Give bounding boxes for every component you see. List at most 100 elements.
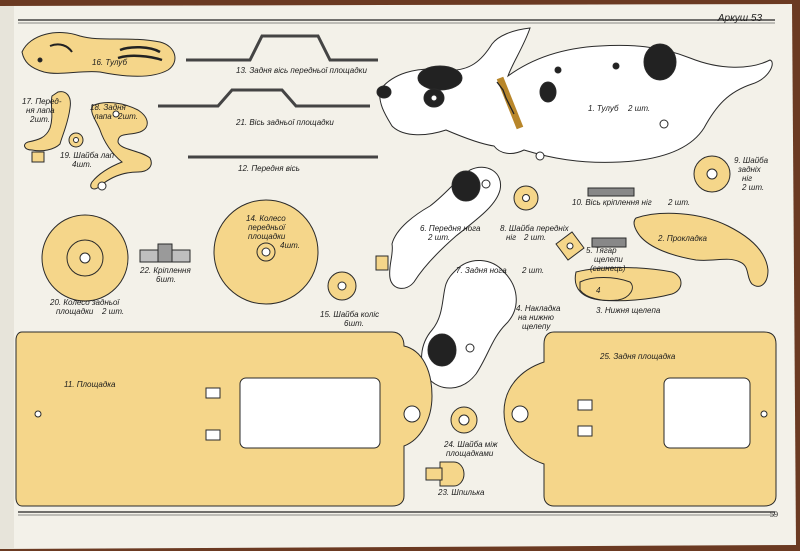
- label-23: 23. Шпилька: [438, 488, 485, 497]
- frog-stripe: [119, 46, 161, 54]
- label-17-qty: 2шт.: [30, 115, 50, 124]
- part-13-bent-axle: [186, 34, 378, 62]
- dog-collar-zigzag: [496, 81, 515, 115]
- part-23-pin: [439, 461, 465, 487]
- label-15: 15. Шайба коліс: [320, 310, 380, 319]
- label-11: 11. Площадка: [64, 380, 116, 389]
- wheel-ring: [66, 239, 104, 277]
- dog-spot: [612, 62, 620, 70]
- label-16: 16. Тулуб: [92, 58, 127, 67]
- label-9: 9. Шайба: [734, 156, 769, 165]
- label-13: 13. Задня вісь передньої площадки: [236, 66, 367, 75]
- rear-platform-window: [663, 377, 751, 449]
- hole: [97, 181, 107, 191]
- platform-hole: [511, 405, 529, 423]
- label-14-line3: площадки: [248, 232, 286, 241]
- hole: [535, 151, 545, 161]
- label-24: 24. Шайба між: [444, 440, 498, 449]
- frog-nostril: [37, 57, 43, 63]
- frog-stripe: [117, 54, 163, 62]
- label-24-line2: площадками: [446, 449, 494, 458]
- label-20: 20. Колесо задньої: [50, 298, 120, 307]
- wheel-hole: [261, 247, 271, 257]
- platform-window: [239, 377, 381, 449]
- label-22-qty: 6шт.: [156, 275, 176, 284]
- label-6-qty: 2 шт.: [428, 233, 451, 242]
- label-18: 18. Задня: [90, 103, 126, 112]
- label-5: 5. Тягар: [586, 246, 617, 255]
- label-8-line2: ніг: [506, 233, 517, 242]
- washer-hole: [73, 137, 79, 143]
- label-17-line2: ня лапа: [26, 106, 55, 115]
- hole: [566, 242, 574, 250]
- part-16-frog-body: [21, 32, 176, 77]
- label-14-qty: 4шт.: [280, 241, 300, 250]
- page-number: 59: [770, 510, 778, 519]
- dog-spot: [554, 66, 562, 74]
- label-9-qty: 2 шт.: [742, 183, 765, 192]
- dog-spot: [539, 81, 557, 103]
- label-17: 17. Перед-: [22, 97, 62, 106]
- dog-nose: [376, 85, 392, 99]
- label-8: 8. Шайба передніх: [500, 224, 569, 233]
- part-10-axle: [587, 187, 635, 197]
- label-6: 6. Передня нога: [420, 224, 481, 233]
- wheel-hole: [79, 252, 91, 264]
- leg-spot: [451, 170, 481, 202]
- label-19: 19. Шайба лап: [60, 151, 115, 160]
- sheet-title: Аркуш 53: [717, 13, 762, 24]
- label-2: 2. Прокладка: [658, 234, 707, 243]
- label-4-line2: на нижню: [518, 313, 554, 322]
- platform-slot: [577, 399, 593, 411]
- washer-hole: [337, 281, 347, 291]
- label-18-line2: лапа: [94, 112, 112, 121]
- platform-slot: [205, 429, 221, 441]
- label-19-qty: 4шт.: [72, 160, 92, 169]
- label-25: 25. Задня площадка: [600, 352, 676, 361]
- label-5-line2: щелепи: [594, 255, 623, 264]
- dog-collar: [496, 76, 524, 130]
- platform-hole: [760, 410, 768, 418]
- label-10: 10. Вісь кріплення ніг: [572, 198, 652, 207]
- label-7-qty: 2 шт.: [522, 266, 545, 275]
- dog-spot: [643, 43, 677, 81]
- label-4: 4. Накладка: [516, 304, 561, 313]
- platform-slot: [205, 387, 221, 399]
- washer-hole: [458, 414, 470, 426]
- label-9-line3: ніг: [742, 174, 753, 183]
- label-5-line3: (свинець): [590, 264, 626, 273]
- label-20-line2: площадки: [56, 307, 94, 316]
- label-20-qty: 2 шт.: [102, 307, 125, 316]
- label-14: 14. Колесо: [246, 214, 286, 223]
- label-14-line2: передньої: [248, 223, 285, 232]
- part-17-tab: [31, 151, 45, 163]
- washer-hole: [706, 168, 718, 180]
- page-binding: [0, 6, 14, 549]
- part-11-platform: [15, 331, 433, 507]
- label-22: 22. Кріплення: [140, 266, 191, 275]
- label-7: 7. Задня нога: [456, 266, 507, 275]
- part-18-hind-paw: [90, 102, 152, 190]
- label-21: 21. Вісь задньої площадки: [236, 118, 334, 127]
- part-25-rear-platform: [503, 331, 777, 507]
- part-6-tab: [375, 255, 389, 271]
- part-17-front-paw: [24, 91, 71, 152]
- leg-spot: [427, 333, 457, 367]
- label-9-line2: задніх: [738, 165, 761, 174]
- hole: [481, 179, 491, 189]
- label-12: 12. Передня вісь: [238, 164, 300, 173]
- label-4-mark: 4: [596, 286, 601, 295]
- part-23-pin-shaft: [425, 467, 443, 481]
- washer-hole: [522, 194, 530, 202]
- part-5-jaw-weight: [591, 237, 627, 248]
- platform-hole: [403, 405, 421, 423]
- platform-hole: [34, 410, 42, 418]
- label-10-qty: 2 шт.: [668, 198, 691, 207]
- hole: [465, 343, 475, 353]
- label-18-qty: 2шт.: [118, 112, 138, 121]
- part-2-spacer: [633, 212, 769, 287]
- hole: [659, 119, 669, 129]
- dog-eye: [430, 94, 438, 102]
- hole: [112, 110, 120, 118]
